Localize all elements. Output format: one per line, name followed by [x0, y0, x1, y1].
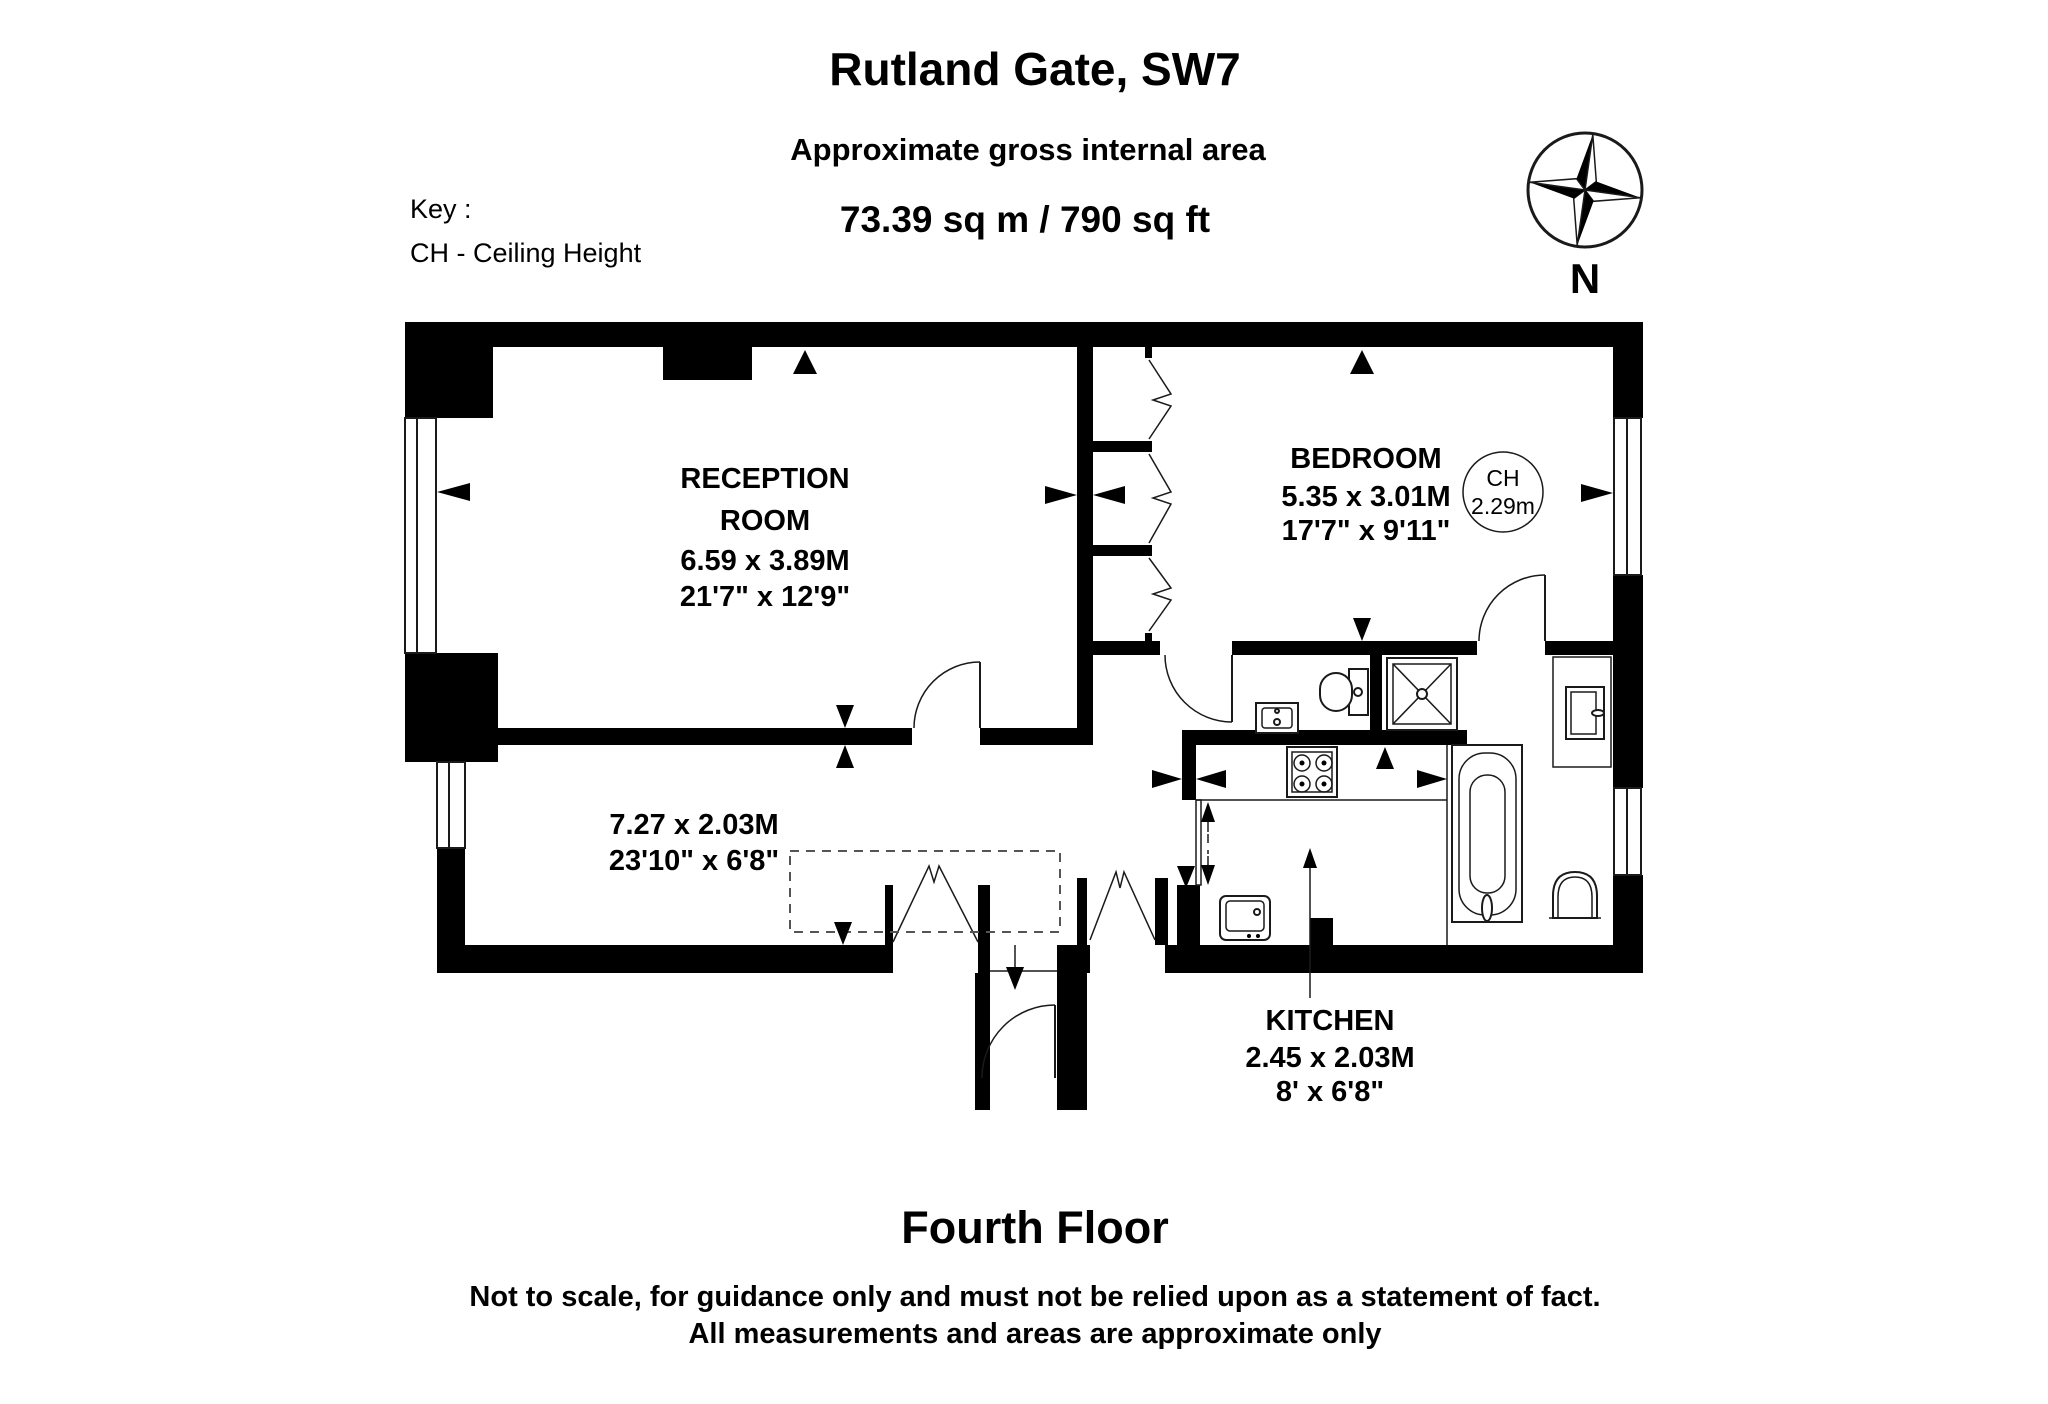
svg-text:8' x 6'8": 8' x 6'8": [1276, 1076, 1384, 1108]
reception-door: [913, 661, 981, 729]
page-subtitle: Approximate gross internal area: [790, 132, 1266, 167]
reception-window: [404, 417, 437, 654]
fixtures: [1219, 656, 1612, 941]
walls: [405, 322, 1643, 1110]
bathroom-window: [1613, 787, 1642, 876]
kitchen-doorway-dimension: [1201, 802, 1215, 885]
disclaimer-line2: All measurements and areas are approxima…: [688, 1318, 1381, 1350]
hall-cupboard-doors: [892, 863, 979, 943]
labels: Rutland Gate, SW7 Approximate gross inte…: [410, 43, 1601, 1350]
pedestal-basin: [1549, 870, 1601, 919]
floor-name: Fourth Floor: [901, 1202, 1168, 1253]
svg-text:2.45 x 2.03M: 2.45 x 2.03M: [1245, 1042, 1414, 1074]
bathtub: [1451, 744, 1523, 923]
kitchen-label: KITCHEN 2.45 x 2.03M 8' x 6'8": [1245, 1005, 1414, 1108]
compass-north-label: N: [1570, 255, 1600, 302]
page-title: Rutland Gate, SW7: [829, 43, 1240, 95]
svg-text:BEDROOM: BEDROOM: [1290, 443, 1441, 475]
hallway-window: [436, 761, 466, 849]
bathroom-door: [1164, 654, 1233, 723]
kitchen-label-pointer: [1303, 848, 1317, 998]
key-label: Key :: [410, 194, 472, 224]
svg-text:21'7" x 12'9": 21'7" x 12'9": [680, 581, 850, 613]
compass-rose: N: [1526, 131, 1644, 302]
hallway-label: 7.27 x 2.03M 23'10" x 6'8": [609, 809, 779, 877]
toilet: [1319, 668, 1369, 716]
wardrobe-folding-doors: [1148, 359, 1173, 632]
vanity-unit: [1552, 656, 1612, 768]
doors: [892, 359, 1546, 1079]
kitchen-cupboard-doors: [1089, 869, 1156, 941]
svg-text:17'7" x 9'11": 17'7" x 9'11": [1282, 515, 1451, 547]
svg-text:7.27 x 2.03M: 7.27 x 2.03M: [609, 809, 778, 841]
disclaimer-line1: Not to scale, for guidance only and must…: [469, 1281, 1600, 1313]
key-entry: CH - Ceiling Height: [410, 238, 642, 268]
svg-text:5.35 x 3.01M: 5.35 x 3.01M: [1281, 481, 1450, 513]
kitchen-sink: [1219, 895, 1271, 941]
svg-text:ROOM: ROOM: [720, 505, 810, 537]
bedroom-label: BEDROOM 5.35 x 3.01M 17'7" x 9'11": [1281, 443, 1450, 547]
windows: [404, 417, 1642, 876]
bedroom-door: [1478, 574, 1546, 642]
restricted-zone-outline: [789, 850, 1061, 933]
ceiling-height-value: 2.29m: [1471, 493, 1535, 519]
hand-basin: [1255, 702, 1299, 734]
gross-area-value: 73.39 sq m / 790 sq ft: [840, 199, 1210, 240]
ceiling-height-badge: CH 2.29m: [1462, 451, 1544, 533]
svg-text:6.59 x 3.89M: 6.59 x 3.89M: [680, 545, 849, 577]
shower-tray: [1386, 657, 1458, 731]
reception-room-label: RECEPTION ROOM 6.59 x 3.89M 21'7" x 12'9…: [680, 463, 850, 613]
bedroom-window: [1613, 417, 1642, 576]
ceiling-height-label: CH: [1486, 465, 1519, 491]
kitchen-counter: [1195, 745, 1448, 945]
svg-text:KITCHEN: KITCHEN: [1266, 1005, 1395, 1037]
dimension-arrows: [437, 350, 1613, 998]
entrance-door: [981, 970, 1057, 1079]
hob: [1286, 746, 1338, 798]
svg-text:23'10" x 6'8": 23'10" x 6'8": [609, 845, 779, 877]
svg-text:RECEPTION: RECEPTION: [680, 463, 849, 495]
